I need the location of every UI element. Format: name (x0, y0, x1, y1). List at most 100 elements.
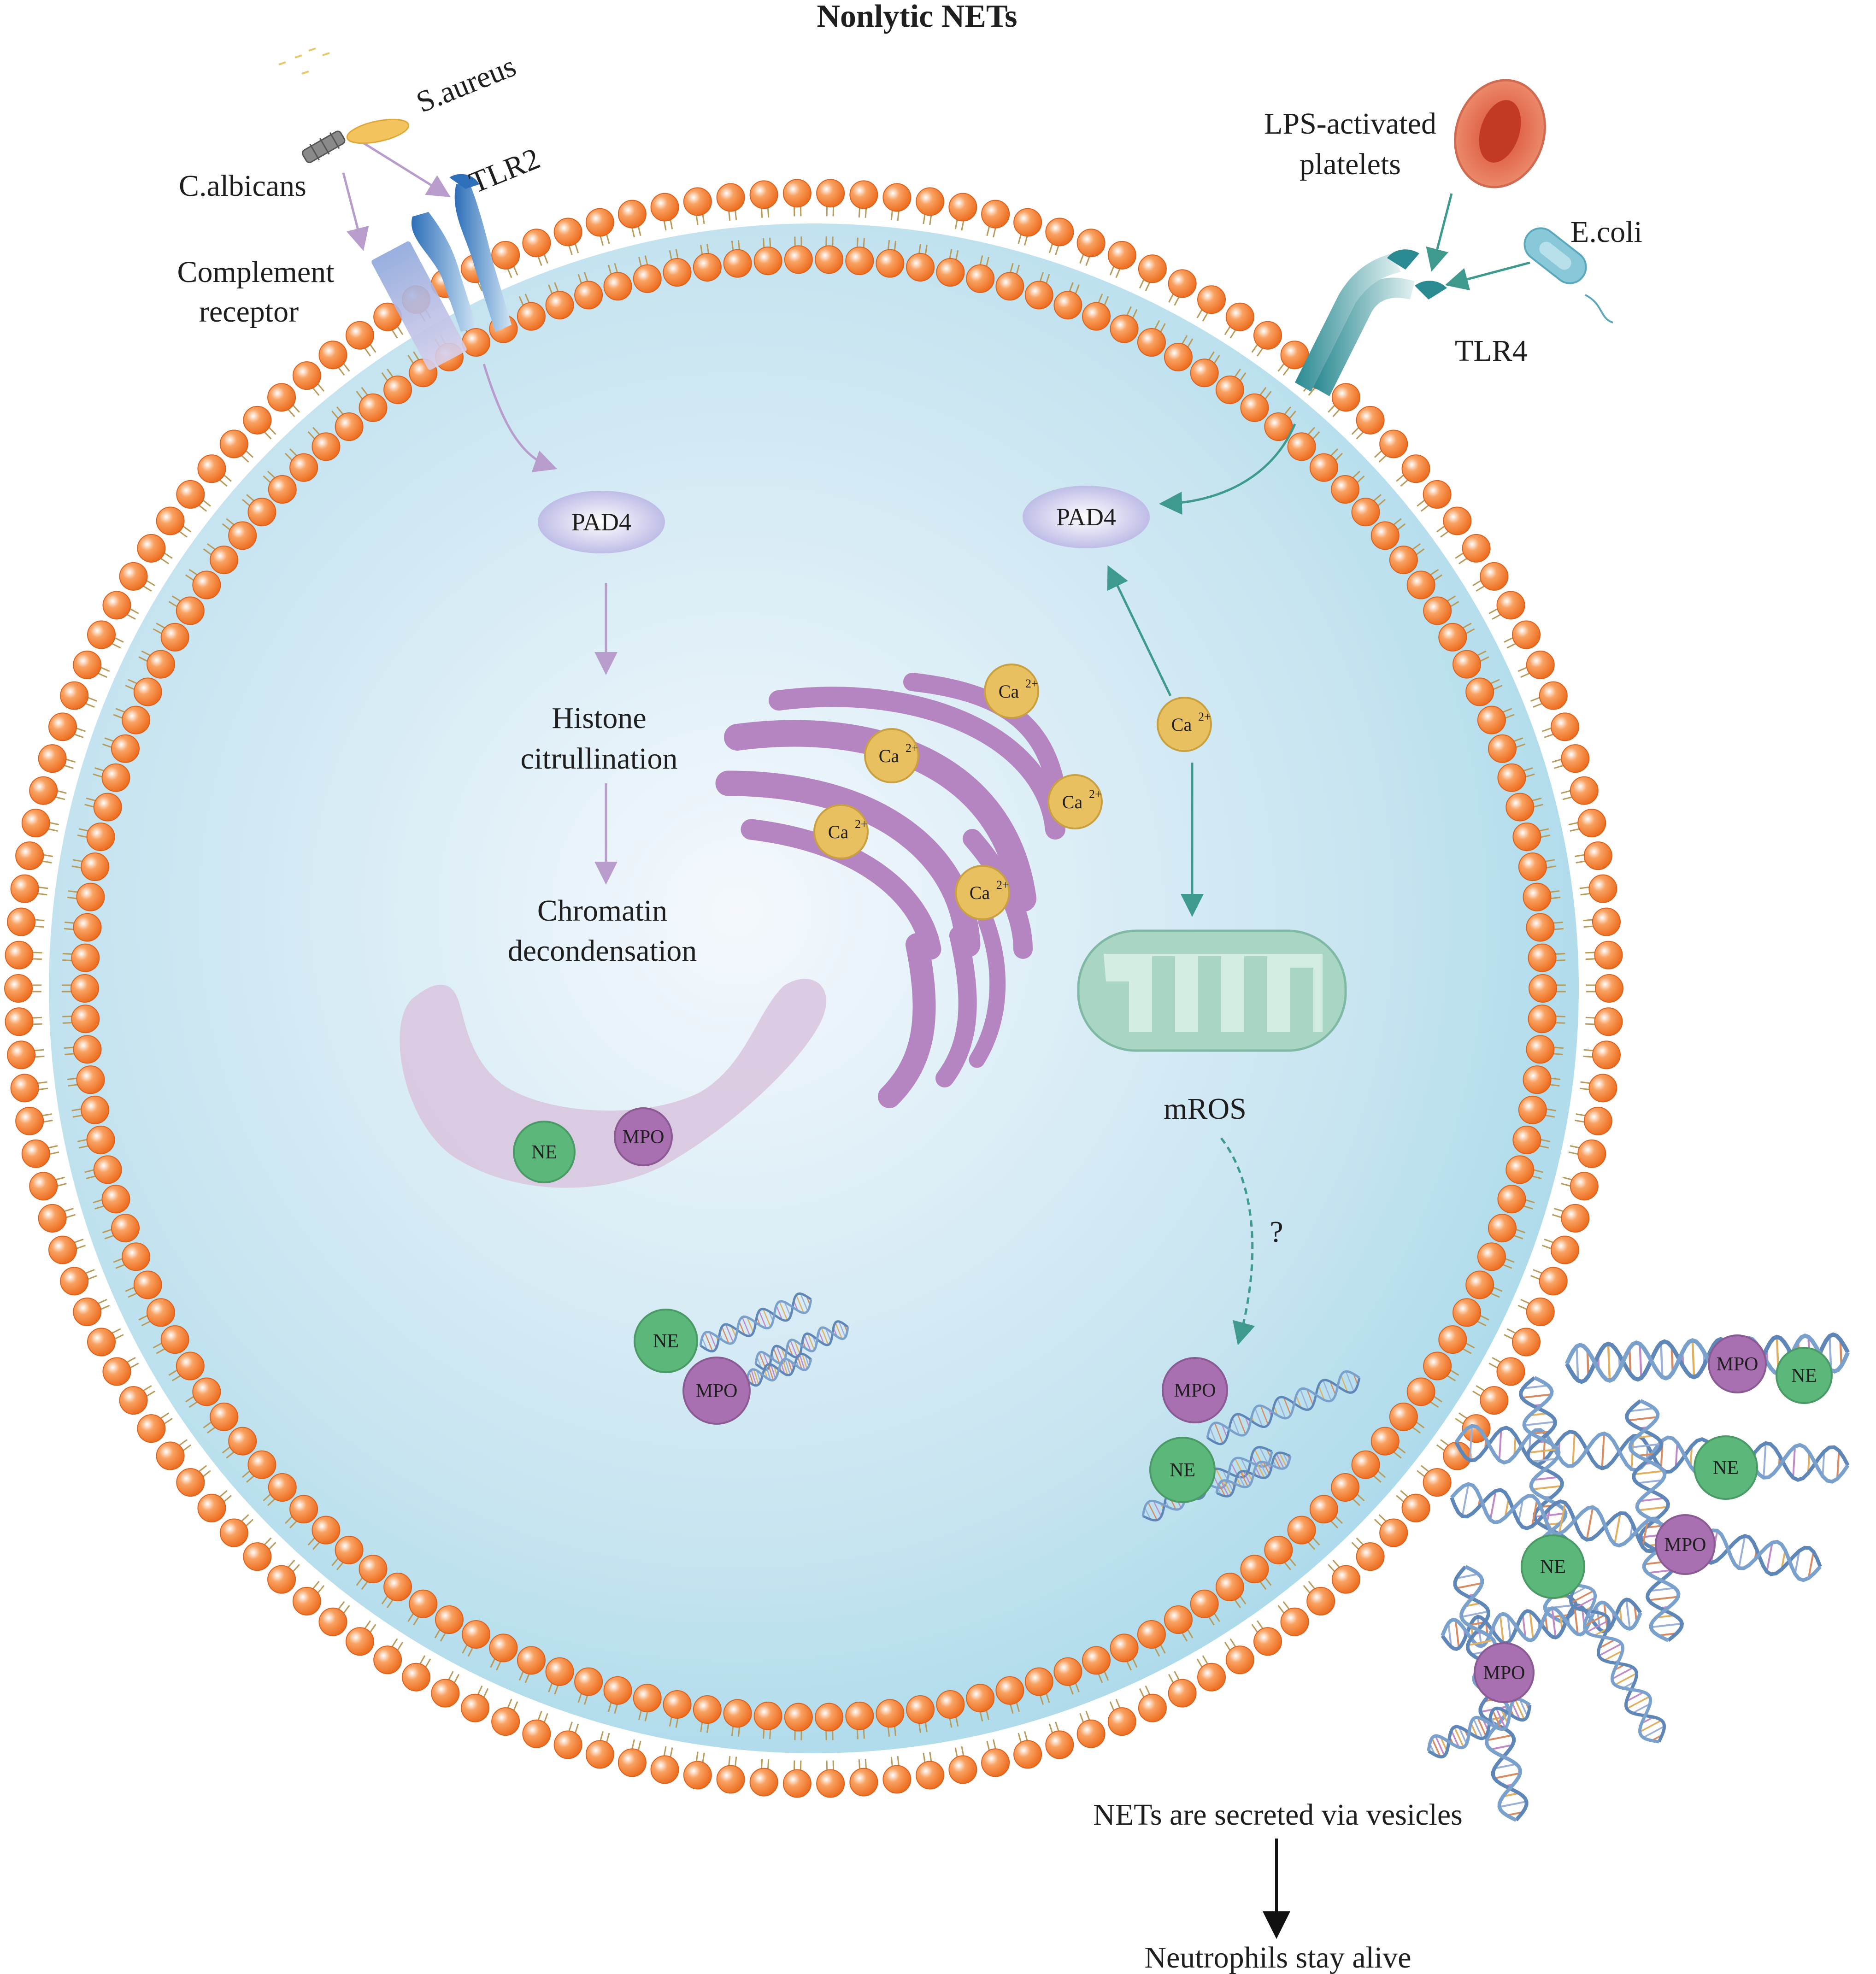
lipid-head-outer (1253, 321, 1282, 350)
lipid-head-inner (176, 596, 205, 625)
lipid-head-inner (936, 258, 965, 287)
lipid-head-outer (461, 1693, 490, 1722)
lipid-head-outer (1583, 1106, 1612, 1135)
tlr4-label: TLR4 (1455, 334, 1528, 368)
mpo-protein-net-1 (1708, 1334, 1767, 1393)
lipid-head-inner (86, 822, 115, 852)
lipid-head-inner (133, 677, 162, 706)
dna-net-8 (1569, 1583, 1666, 1744)
lipid-head-outer (156, 506, 185, 535)
lipid-head-outer (373, 1645, 402, 1674)
calcium-ion-charge: 2+ (996, 878, 1009, 892)
diagram-title: Nonlytic NETs (817, 0, 1017, 34)
lipid-head-inner (247, 498, 276, 527)
lipid-head-outer (882, 183, 912, 212)
mpo-protein-net-2 (1655, 1514, 1716, 1575)
lipid-head-inner (1331, 475, 1360, 504)
lipid-head-inner (435, 1605, 464, 1634)
lipid-head-inner (1465, 677, 1494, 706)
lipid-head-outer (1570, 1172, 1599, 1201)
lipid-head-inner (228, 521, 257, 550)
lipid-head-inner (1351, 1450, 1380, 1479)
lipid-head-inner (1024, 281, 1053, 310)
lipid-head-inner (1110, 314, 1139, 343)
lipid-head-inner (1287, 432, 1316, 461)
lipid-head-outer (617, 200, 647, 229)
lipid-head-inner (845, 1701, 874, 1730)
lipid-head-outer (716, 183, 745, 212)
lipid-head-outer (1045, 217, 1074, 247)
ne-protein-net-2 (1694, 1435, 1758, 1500)
lipid-head-outer (15, 1106, 44, 1135)
calcium-ion-charge: 2+ (906, 741, 918, 755)
arrow-calcium-to-pad4 (1107, 565, 1172, 697)
lipid-head-inner (289, 453, 318, 482)
lipid-head-outer (318, 1607, 347, 1636)
tlr2-label: TLR2 (465, 141, 545, 200)
lipid-head-outer (1356, 1542, 1385, 1571)
mpo-label-net-3: MPO (1483, 1663, 1525, 1684)
lipid-head-outer (1577, 1139, 1606, 1168)
lipid-head-outer (1401, 1493, 1430, 1522)
lipid-head-outer (749, 1768, 778, 1797)
s-aureus-particles-icon (278, 47, 330, 75)
lipid-head-inner (1164, 1605, 1193, 1634)
lipid-head-inner (784, 1703, 813, 1732)
lipid-head-inner (462, 328, 491, 357)
lipid-head-outer (137, 1414, 166, 1443)
lipid-head-inner (1309, 1495, 1338, 1524)
lipid-head-outer (916, 187, 945, 216)
dna-net-9 (1427, 1697, 1532, 1759)
lipid-head-inner (574, 1667, 603, 1696)
ne-label-right: NE (1170, 1460, 1195, 1481)
lipid-head-outer (73, 650, 102, 679)
lipid-head-inner (111, 734, 140, 763)
lipid-head-outer (1253, 1627, 1282, 1656)
lipid-head-inner (289, 1495, 318, 1524)
calcium-ion-label: Ca (828, 822, 849, 842)
lipid-head-inner (1024, 1667, 1053, 1696)
lipid-head-outer (1107, 1707, 1136, 1736)
lipid-head-outer (1013, 1740, 1042, 1769)
lipid-head-inner (1477, 705, 1506, 734)
histone-label-1: Histone (552, 701, 646, 735)
chromatin-label-2: decondensation (508, 934, 697, 968)
arrow-platelets-to-tlr4 (1426, 193, 1453, 272)
dna-right-3 (1215, 1451, 1292, 1498)
lipid-head-inner (693, 253, 722, 282)
lipid-head-outer (48, 1235, 77, 1264)
lipid-head-outer (21, 809, 50, 838)
ne-protein-center (634, 1309, 698, 1373)
lipid-head-inner (312, 432, 341, 461)
lipid-head-inner (723, 1699, 752, 1728)
lipid-head-outer (267, 383, 296, 412)
lipid-head-outer (585, 208, 614, 237)
lipid-head-inner (1518, 1095, 1547, 1124)
c-albicans-label: C.albicans (179, 169, 306, 203)
dna-right-1 (1206, 1370, 1361, 1445)
lipid-head-inner (359, 1555, 388, 1584)
lipid-head-outer (1379, 1518, 1408, 1547)
lipid-head-inner (146, 1298, 175, 1327)
lps-platelets-label-1: LPS-activated (1264, 107, 1436, 141)
lipid-head-outer (1356, 405, 1385, 435)
lipid-head-inner (906, 1695, 935, 1724)
lipid-head-inner (1082, 1646, 1111, 1675)
lipid-head-outer (1280, 1607, 1309, 1636)
lipid-head-inner (210, 546, 239, 575)
lipid-head-outer (1577, 809, 1606, 838)
lipid-head-inner (1215, 1573, 1244, 1602)
lipid-head-outer (1496, 591, 1525, 620)
lipid-head-inner (192, 1377, 221, 1406)
lipid-head-inner (71, 974, 99, 1003)
lps-platelets-label-2: platelets (1300, 147, 1401, 181)
lipid-head-inner (723, 249, 752, 278)
mpo-protein-right (1162, 1357, 1228, 1423)
lipid-head-outer (1511, 620, 1541, 649)
lipid-head-outer (1570, 776, 1599, 805)
lipid-head-inner (603, 272, 632, 301)
lipid-head-inner (545, 1657, 574, 1686)
lipid-head-outer (38, 1204, 67, 1233)
